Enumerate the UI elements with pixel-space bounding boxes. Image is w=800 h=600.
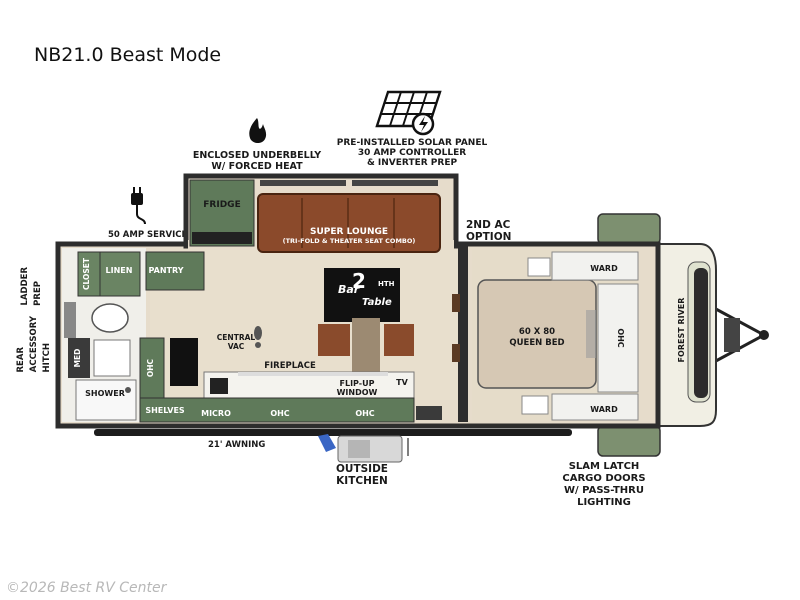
nightstand-bottom <box>521 395 549 415</box>
cargo-line3: W/ PASS-THRU <box>564 485 644 496</box>
cargo-line4: LIGHTING <box>577 497 631 508</box>
cargo-doors-callout: SLAM LATCH CARGO DOORS W/ PASS-THRU LIGH… <box>554 461 654 509</box>
ac-line1: 2ND AC <box>466 219 511 231</box>
range-hood <box>170 338 198 386</box>
solar-line3: & INVERTER PREP <box>366 158 458 168</box>
front-cargo-top <box>597 213 661 245</box>
page-title: NB21.0 Beast Mode <box>34 44 222 66</box>
tow-hitch-icon <box>713 306 769 364</box>
kitchen-line2: KITCHEN <box>336 475 388 487</box>
ohc-left-label: OHC <box>146 358 155 377</box>
cargo-line2: CARGO DOORS <box>562 473 646 484</box>
closet-linen <box>77 251 141 297</box>
ohc-left-cabinet <box>139 337 165 399</box>
plug-icon <box>131 187 146 225</box>
bar-table-text-3: Table <box>362 297 392 308</box>
cooktop <box>210 378 228 394</box>
pantry-cabinet <box>145 251 205 291</box>
bath-shelf <box>64 302 76 338</box>
nightstand-top <box>527 257 551 277</box>
faucet-icon <box>318 434 336 452</box>
interior-wall <box>458 244 468 422</box>
lounge-label-1: SUPER LOUNGE <box>310 227 388 237</box>
lounge-label-2: (TRI-FOLD & THEATER SEAT COMBO) <box>283 237 416 245</box>
chair-2 <box>384 324 414 356</box>
fireplace-label: FIREPLACE <box>264 361 316 371</box>
shower-label: SHOWER <box>85 389 125 398</box>
solar-line1: PRE-INSTALLED SOLAR PANEL <box>336 138 488 148</box>
fridge-label: FRIDGE <box>203 200 240 210</box>
med-label: MED <box>73 349 82 368</box>
closet-label: CLOSET <box>82 257 91 290</box>
central-vac-label-2: VAC <box>228 342 245 351</box>
fridge-base <box>192 232 252 244</box>
ward-top-label: WARD <box>590 264 618 273</box>
outside-vent <box>416 406 442 420</box>
wardrobe-top <box>551 251 639 281</box>
ward-bottom-label: WARD <box>590 405 618 414</box>
watermark: ©2026 Best RV Center <box>6 580 167 596</box>
solar-line2: 30 AMP CONTROLLER <box>357 148 467 158</box>
micro-label: MICRO <box>201 409 231 418</box>
flipup-label-1: FLIP-UP <box>340 379 375 388</box>
bolt-icon <box>411 112 435 136</box>
chair-1 <box>318 324 350 356</box>
kitchen-counter <box>203 371 415 399</box>
flipup-label-2: WINDOW <box>337 388 378 397</box>
bar-table-text-1: Bar <box>338 283 360 296</box>
awning <box>94 429 572 436</box>
table-top <box>352 318 380 372</box>
bottom-cabinets <box>139 397 415 423</box>
linen-label: LINEN <box>106 266 133 275</box>
underbelly-line2: W/ FORCED HEAT <box>211 161 303 172</box>
ohc-bottom-label-2: OHC <box>355 409 374 418</box>
amp-service-label: 50 AMP SERVICE <box>108 230 188 240</box>
outside-kitchen-callout: OUTSIDE KITCHEN <box>330 463 394 487</box>
underbelly-line1: ENCLOSED UNDERBELLY <box>192 150 322 161</box>
med-cabinet <box>68 338 90 378</box>
kitchen-line1: OUTSIDE <box>336 463 388 475</box>
bed-label-2: QUEEN BED <box>509 338 564 348</box>
flame-icon <box>249 118 267 144</box>
bar-table-text-2: 2 <box>352 269 366 293</box>
ac-line2: OPTION <box>466 231 512 243</box>
cargo-line1: SLAM LATCH <box>568 461 640 472</box>
sink <box>93 339 131 377</box>
awning-label: 21' AWNING <box>208 440 266 450</box>
pantry-label: PANTRY <box>149 266 184 275</box>
central-vac-label-1: CENTRAL <box>217 333 256 342</box>
solar-callout: PRE-INSTALLED SOLAR PANEL 30 AMP CONTROL… <box>330 138 494 168</box>
shelves-label: SHELVES <box>145 406 185 415</box>
shower-pan <box>75 379 137 421</box>
wardrobe-bottom <box>551 393 639 421</box>
bed-label-1: 60 X 80 <box>519 327 555 337</box>
ohc-bottom-label-1: OHC <box>270 409 289 418</box>
tv-label: TV <box>396 378 408 387</box>
front-window <box>694 268 708 398</box>
ac-option-callout: 2ND AC OPTION <box>466 219 511 243</box>
footprint-icon <box>254 326 262 348</box>
front-ohc <box>597 283 639 393</box>
brand-label: FOREST RIVER <box>677 298 686 363</box>
bar-table <box>324 268 400 322</box>
toilet <box>91 303 129 333</box>
front-cargo-bottom <box>597 425 661 457</box>
underbelly-callout: ENCLOSED UNDERBELLY W/ FORCED HEAT <box>186 150 328 172</box>
ohc-front-label: OHC <box>616 328 625 347</box>
bar-table-text-4: HTH <box>378 280 395 288</box>
